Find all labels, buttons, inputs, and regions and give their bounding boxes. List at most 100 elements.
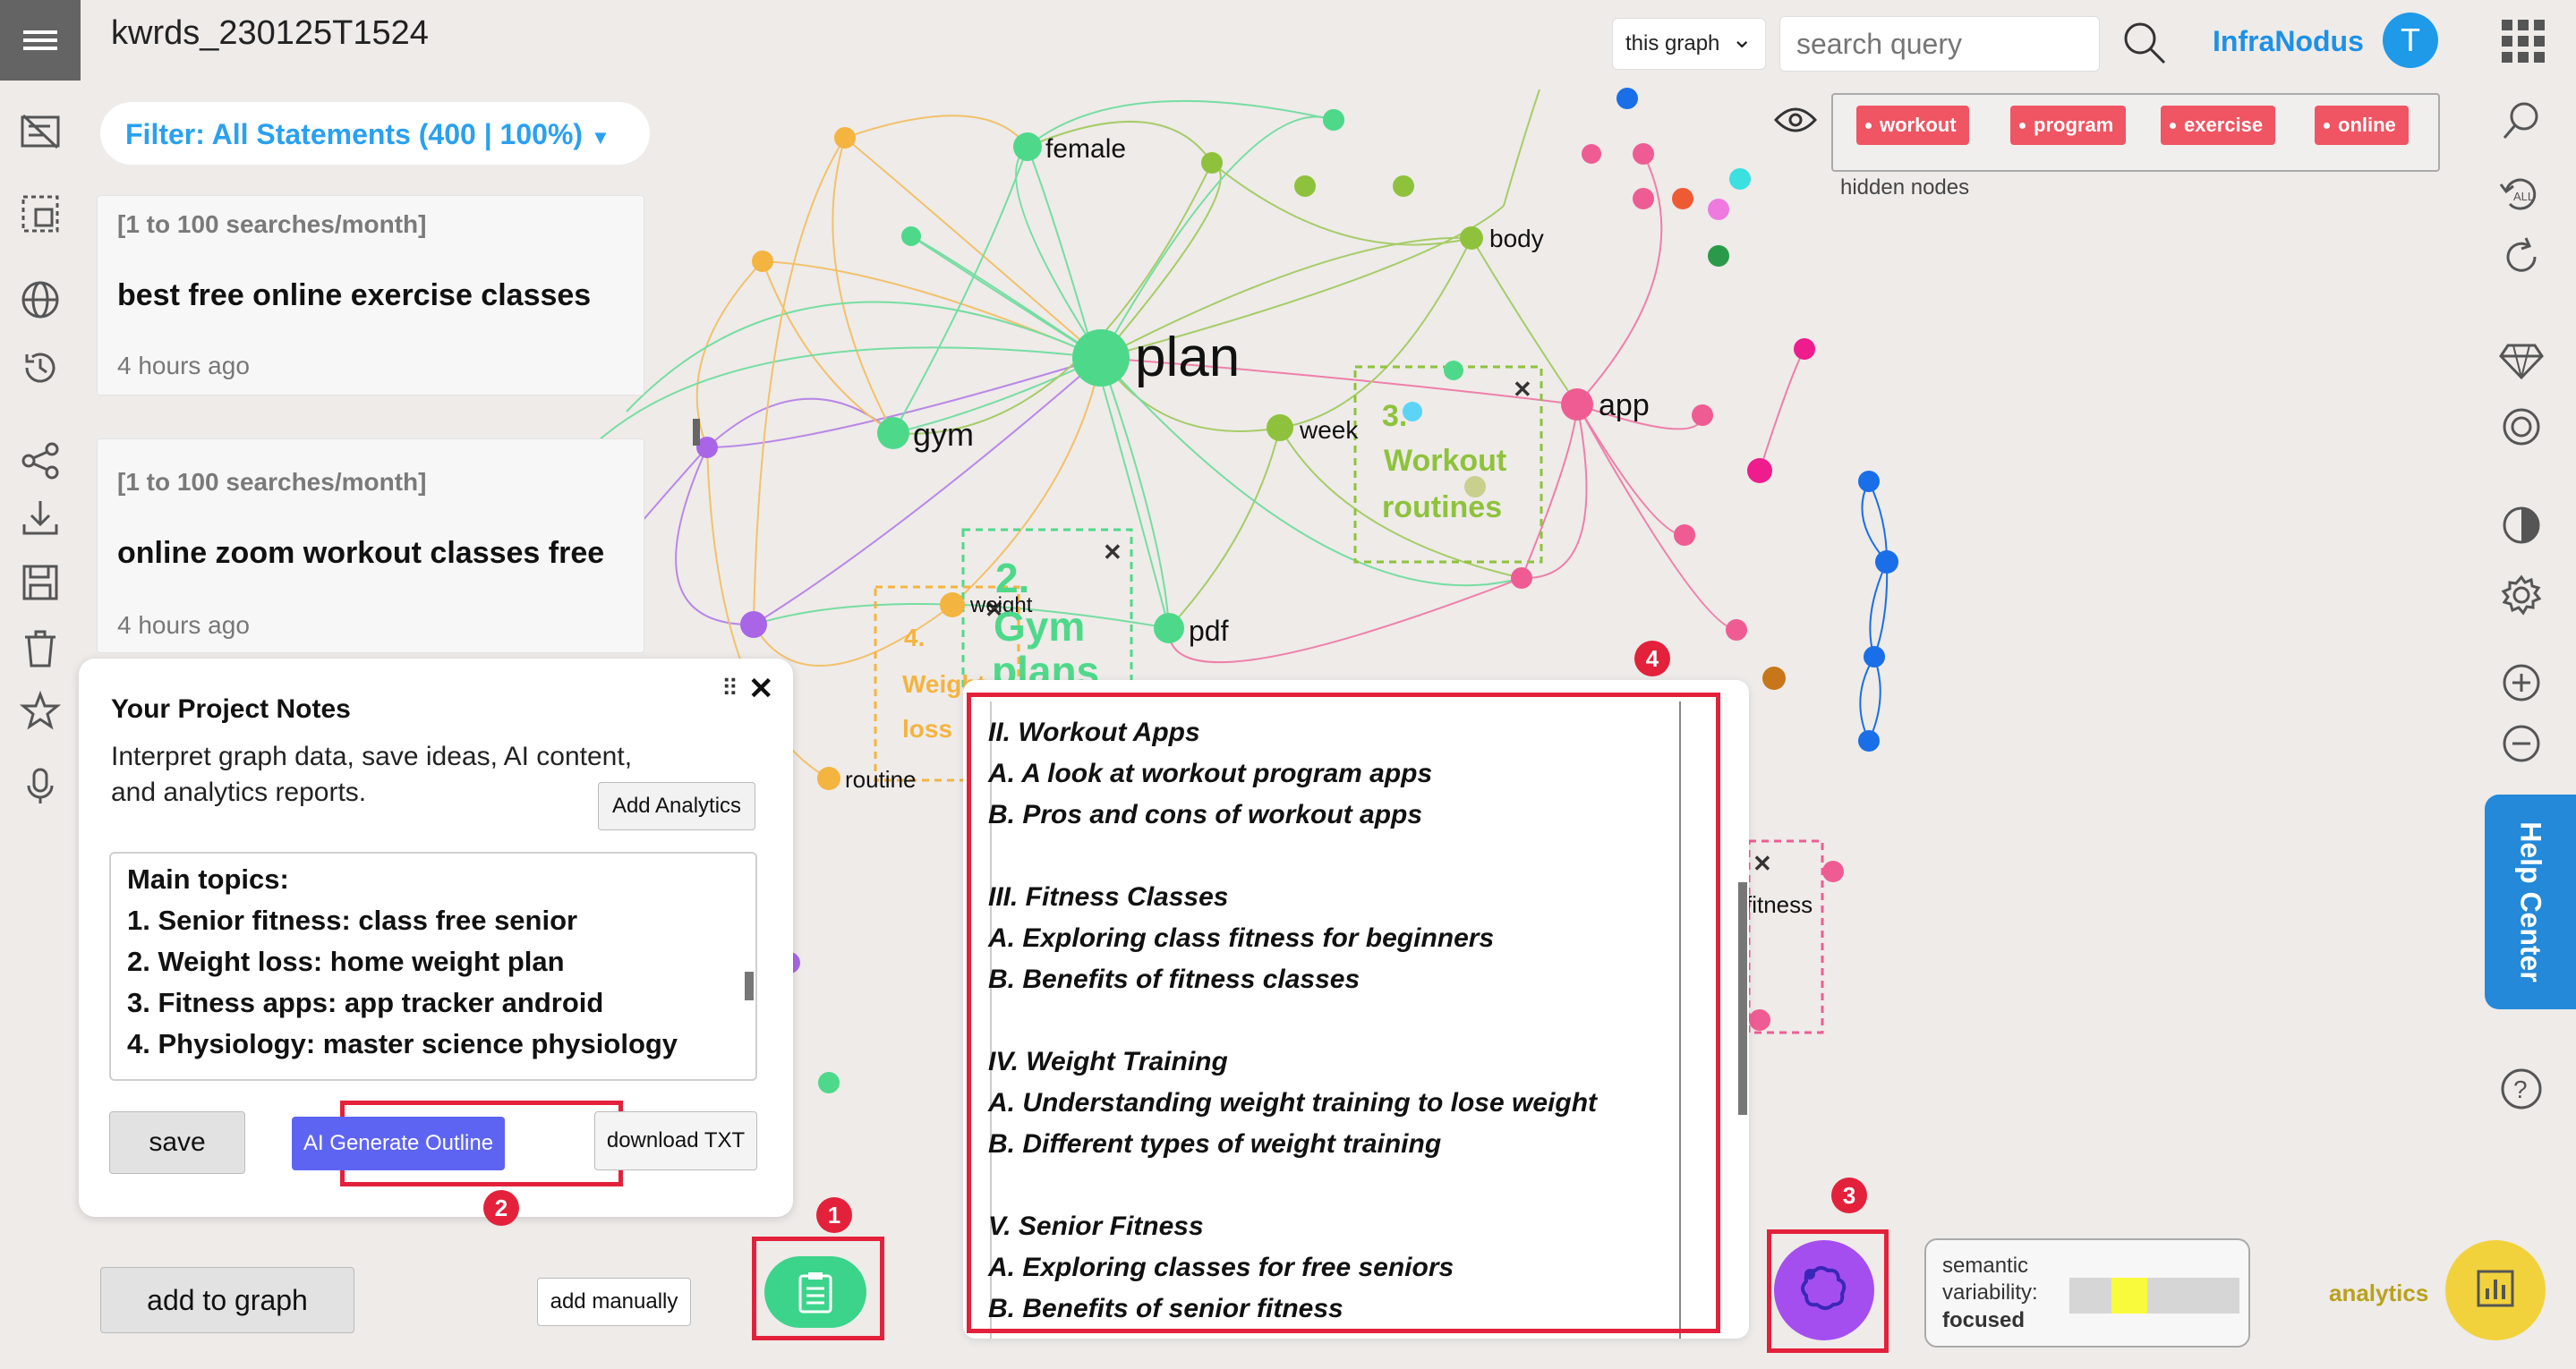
download-icon[interactable] xyxy=(13,490,68,546)
bar-chart-icon xyxy=(2477,1270,2514,1307)
globe-icon[interactable] xyxy=(13,272,68,327)
statement-text: best free online exercise classes xyxy=(117,278,592,312)
step-badge: 3 xyxy=(1831,1178,1867,1213)
add-analytics-button[interactable]: Add Analytics xyxy=(598,782,755,830)
save-button[interactable]: save xyxy=(109,1111,245,1174)
hidden-nodes-label: hidden nodes xyxy=(1840,175,1970,200)
step-badge: 4 xyxy=(1634,641,1670,676)
outline-line: A. A look at workout program apps xyxy=(988,759,1433,788)
node-label: week xyxy=(1299,416,1359,444)
undo-all-icon[interactable]: ALL xyxy=(2494,166,2549,222)
highlight-frame xyxy=(1767,1229,1889,1353)
notes-scrollbar[interactable] xyxy=(745,972,754,1000)
eye-icon[interactable] xyxy=(1774,106,1817,134)
node-label: body xyxy=(1489,225,1544,252)
step-badge: 1 xyxy=(816,1197,852,1233)
notes-title: Your Project Notes xyxy=(111,694,351,724)
circle-icon[interactable] xyxy=(2494,399,2549,455)
hidden-tag[interactable]: exercise xyxy=(2161,106,2276,145)
select-icon[interactable] xyxy=(13,186,68,242)
statement-card[interactable]: [1 to 100 searches/month] best free onli… xyxy=(97,195,644,395)
node-label: female xyxy=(1045,134,1126,164)
variability-level xyxy=(2111,1278,2147,1314)
outline-scrollbar[interactable] xyxy=(1738,882,1747,1115)
filter-dropdown[interactable]: Filter: All Statements (400 | 100%) ▼ xyxy=(100,102,650,165)
brand-link[interactable]: InfraNodus xyxy=(2213,25,2364,57)
star-icon[interactable] xyxy=(13,684,68,739)
search-input[interactable] xyxy=(1779,16,2100,72)
share-icon[interactable] xyxy=(13,433,68,489)
outline-line: B. Different types of weight training xyxy=(988,1129,1442,1159)
text-editor-icon[interactable] xyxy=(13,104,68,159)
notes-button[interactable] xyxy=(764,1256,866,1328)
settings-icon[interactable] xyxy=(2494,567,2549,623)
hidden-tag[interactable]: online xyxy=(2315,106,2409,145)
add-manually-button[interactable]: add manually xyxy=(537,1278,691,1326)
variability-value: focused xyxy=(1942,1308,2026,1332)
semantic-variability-widget[interactable]: semantic variability: focused xyxy=(1924,1238,2250,1348)
cluster-label: routines xyxy=(1382,490,1502,524)
statement-meta: [1 to 100 searches/month] xyxy=(117,468,427,496)
help-icon[interactable]: ? xyxy=(2494,1061,2549,1117)
hidden-tag[interactable]: workout xyxy=(1856,106,1969,145)
close-icon[interactable]: ✕ xyxy=(748,672,774,706)
download-txt-button[interactable]: download TXT xyxy=(594,1111,757,1170)
variability-label: semantic variability: xyxy=(1942,1254,2038,1305)
node-label: pdf xyxy=(1189,615,1229,647)
help-center-label: Help Center xyxy=(2514,821,2547,982)
refresh-icon[interactable] xyxy=(2494,229,2549,285)
history-icon[interactable] xyxy=(13,340,68,395)
analytics-button[interactable] xyxy=(2445,1240,2546,1340)
graph-title[interactable]: kwrds_230125T1524 xyxy=(111,14,429,52)
hidden-tag[interactable]: program xyxy=(2010,106,2127,145)
outline-line: II. Workout Apps xyxy=(988,718,1200,747)
scope-select[interactable]: this graph xyxy=(1612,18,1766,70)
cluster-close-icon[interactable]: ✕ xyxy=(1103,539,1122,565)
variability-bar xyxy=(2069,1278,2239,1314)
contrast-icon[interactable] xyxy=(2494,497,2549,553)
outline-border xyxy=(990,702,992,1339)
ai-insight-button[interactable] xyxy=(1774,1240,1874,1340)
cluster-number: 3. xyxy=(1382,399,1407,433)
search-icon[interactable] xyxy=(2121,20,2168,66)
cluster-label: Gym xyxy=(994,603,1085,650)
search-zoom-icon[interactable] xyxy=(2494,93,2549,149)
step-badge: 2 xyxy=(483,1190,519,1226)
diamond-icon[interactable] xyxy=(2494,333,2549,388)
analytics-label[interactable]: analytics xyxy=(2329,1280,2429,1306)
notes-textarea[interactable]: Main topics: 1. Senior fitness: class fr… xyxy=(109,852,757,1081)
statement-card[interactable]: [1 to 100 searches/month] online zoom wo… xyxy=(97,438,644,653)
save-icon[interactable] xyxy=(13,555,68,610)
statement-time: 4 hours ago xyxy=(117,611,250,639)
outline-line: IV. Weight Training xyxy=(988,1047,1228,1076)
avatar[interactable]: T xyxy=(2383,13,2438,68)
apps-grid-icon[interactable] xyxy=(2502,20,2545,63)
hidden-nodes-panel: workout program exercise online xyxy=(1831,93,2440,172)
trash-icon[interactable] xyxy=(13,621,68,676)
node-label: fitness xyxy=(1745,891,1813,918)
ai-outline-text[interactable]: II. Workout Apps A. A look at workout pr… xyxy=(988,712,1677,1330)
zoom-out-icon[interactable] xyxy=(2494,716,2549,771)
add-to-graph-button[interactable]: add to graph xyxy=(100,1267,354,1333)
notes-line: 1. Senior fitness: class free senior xyxy=(127,905,578,936)
zoom-in-icon[interactable] xyxy=(2494,655,2549,710)
outline-line: A. Exploring classes for free seniors xyxy=(988,1253,1454,1282)
menu-icon[interactable] xyxy=(0,0,81,81)
notes-line: 2. Weight loss: home weight plan xyxy=(127,946,565,977)
drag-handle-icon[interactable]: ⠿ xyxy=(721,675,739,702)
outline-line: B. Benefits of senior fitness xyxy=(988,1294,1343,1323)
ai-generate-outline-button[interactable]: AI Generate Outline xyxy=(292,1117,505,1170)
node-label: routine xyxy=(845,766,917,793)
notes-line: Main topics: xyxy=(127,863,289,895)
help-center-tab[interactable]: Help Center xyxy=(2485,795,2576,1009)
mic-icon[interactable] xyxy=(13,759,68,814)
cluster-close-icon[interactable]: ✕ xyxy=(1513,376,1532,403)
clipboard-icon xyxy=(798,1272,832,1314)
outline-line: B. Pros and cons of workout apps xyxy=(988,800,1423,829)
outline-line: B. Benefits of fitness classes xyxy=(988,965,1361,994)
cluster-close-icon[interactable]: ✕ xyxy=(1753,850,1772,877)
cluster-close-icon[interactable]: ✕ xyxy=(985,596,1004,623)
statement-time: 4 hours ago xyxy=(117,352,250,379)
brain-icon xyxy=(1801,1266,1847,1310)
node-label: gym xyxy=(913,416,974,453)
